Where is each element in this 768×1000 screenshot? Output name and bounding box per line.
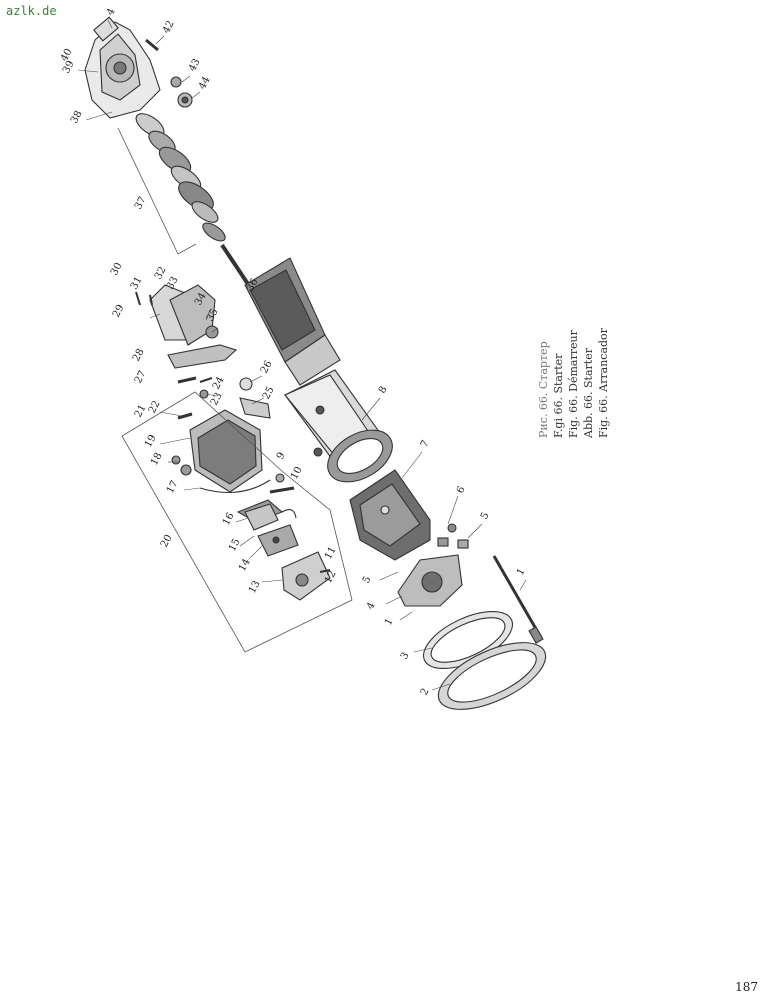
callout-label-c38: 38: [69, 109, 85, 125]
callout-label-c5b: 5: [361, 575, 374, 586]
callout-label-c5a: 5: [479, 511, 492, 522]
brush-plate-4: [397, 554, 463, 607]
nut-parts-43-44: [170, 76, 193, 108]
callout-label-c14: 14: [237, 557, 253, 573]
callout-label-c36: 36: [245, 277, 261, 293]
caption-line-fr: Fig. 66. Démarreur: [567, 330, 580, 438]
callout-label-c3: 3: [399, 651, 412, 662]
callout-label-c32: 32: [153, 265, 169, 281]
callout-label-c1a: 1: [383, 617, 396, 628]
callout-label-c39: 39: [61, 59, 77, 75]
watermark: azlk.de: [6, 4, 57, 18]
callout-label-c21: 21: [133, 403, 149, 419]
leader-lines: [77, 19, 527, 691]
brush-parts-5-6: [437, 523, 469, 549]
page-number: 187: [735, 980, 758, 994]
callout-label-c30: 30: [109, 261, 125, 277]
callout-label-c16: 16: [221, 511, 237, 527]
callout-label-c23: 23: [209, 391, 225, 407]
callout-label-c8: 8: [377, 385, 390, 396]
yoke-housing-8: [284, 369, 393, 483]
group-bracket-20: [121, 391, 353, 653]
callout-label-c13: 13: [247, 579, 263, 595]
callout-label-c43: 43: [187, 57, 203, 73]
callout-label-c20: 20: [159, 533, 175, 549]
callout-label-c34: 34: [193, 291, 209, 307]
callout-label-c19: 19: [143, 433, 159, 449]
callout-label-c31: 31: [129, 275, 145, 291]
callout-label-c35: 35: [205, 307, 221, 323]
callout-label-c28: 28: [131, 347, 147, 363]
contact-plates-14-16: [244, 503, 299, 557]
callout-label-c6: 6: [455, 485, 468, 496]
caption-lines: Рис. 66. Стартер F.gi 66. Starter Fig. 6…: [536, 318, 611, 438]
callout-label-c27: 27: [133, 369, 149, 385]
solenoid-cover-13: [281, 551, 331, 601]
pin-part-42: [145, 38, 159, 52]
armature-shaft: [220, 243, 254, 292]
callout-labels: 4423940434438373031323329343536282726242…: [59, 7, 528, 698]
callout-label-c29: 29: [111, 303, 127, 319]
lever-part-28: [167, 344, 238, 369]
callout-label-c2: 2: [419, 687, 432, 698]
caption-line-de: Abb. 66. Starter: [582, 348, 595, 438]
callout-label-c42: 42: [161, 19, 177, 35]
callout-label-c9: 9: [275, 451, 288, 462]
callout-label-c25: 25: [261, 385, 277, 401]
callout-label-c17: 17: [165, 479, 181, 495]
caption-line-it: F.gi 66. Starter: [552, 353, 565, 438]
solenoid-assembly: [171, 409, 263, 493]
callout-label-c7: 7: [419, 439, 432, 450]
callout-label-c4b: 4: [365, 601, 378, 612]
callout-label-c12: 12: [323, 569, 339, 585]
pinion-clutch-assembly: [135, 113, 226, 242]
armature-part-36: [244, 257, 341, 386]
through-bolt-1: [492, 555, 544, 644]
callout-label-c44: 44: [197, 75, 213, 91]
callout-label-c18: 18: [149, 451, 165, 467]
drive-end-housing: [84, 16, 161, 119]
callout-label-c10: 10: [289, 465, 305, 481]
callout-label-c24: 24: [211, 375, 227, 391]
callout-label-c4a: 4: [105, 7, 118, 18]
callout-label-c26: 26: [259, 359, 275, 375]
callout-label-c15: 15: [227, 537, 243, 553]
callout-label-c37: 37: [133, 195, 149, 211]
group-bracket-37: [117, 127, 197, 255]
callout-label-c33: 33: [165, 275, 181, 291]
small-parts-23-27: [177, 376, 271, 419]
field-coil-7: [349, 469, 431, 561]
caption-line-ru: Рис. 66. Стартер: [537, 341, 550, 438]
callout-label-c22: 22: [147, 399, 163, 415]
band-2: [437, 642, 547, 710]
bracket-assembly-29-35: [135, 284, 221, 355]
caption-line-es: Fig. 66. Arrancador: [597, 328, 610, 438]
callout-label-c11: 11: [323, 545, 339, 561]
callout-label-c1b: 1: [515, 567, 528, 578]
callout-label-c40: 40: [59, 47, 75, 63]
